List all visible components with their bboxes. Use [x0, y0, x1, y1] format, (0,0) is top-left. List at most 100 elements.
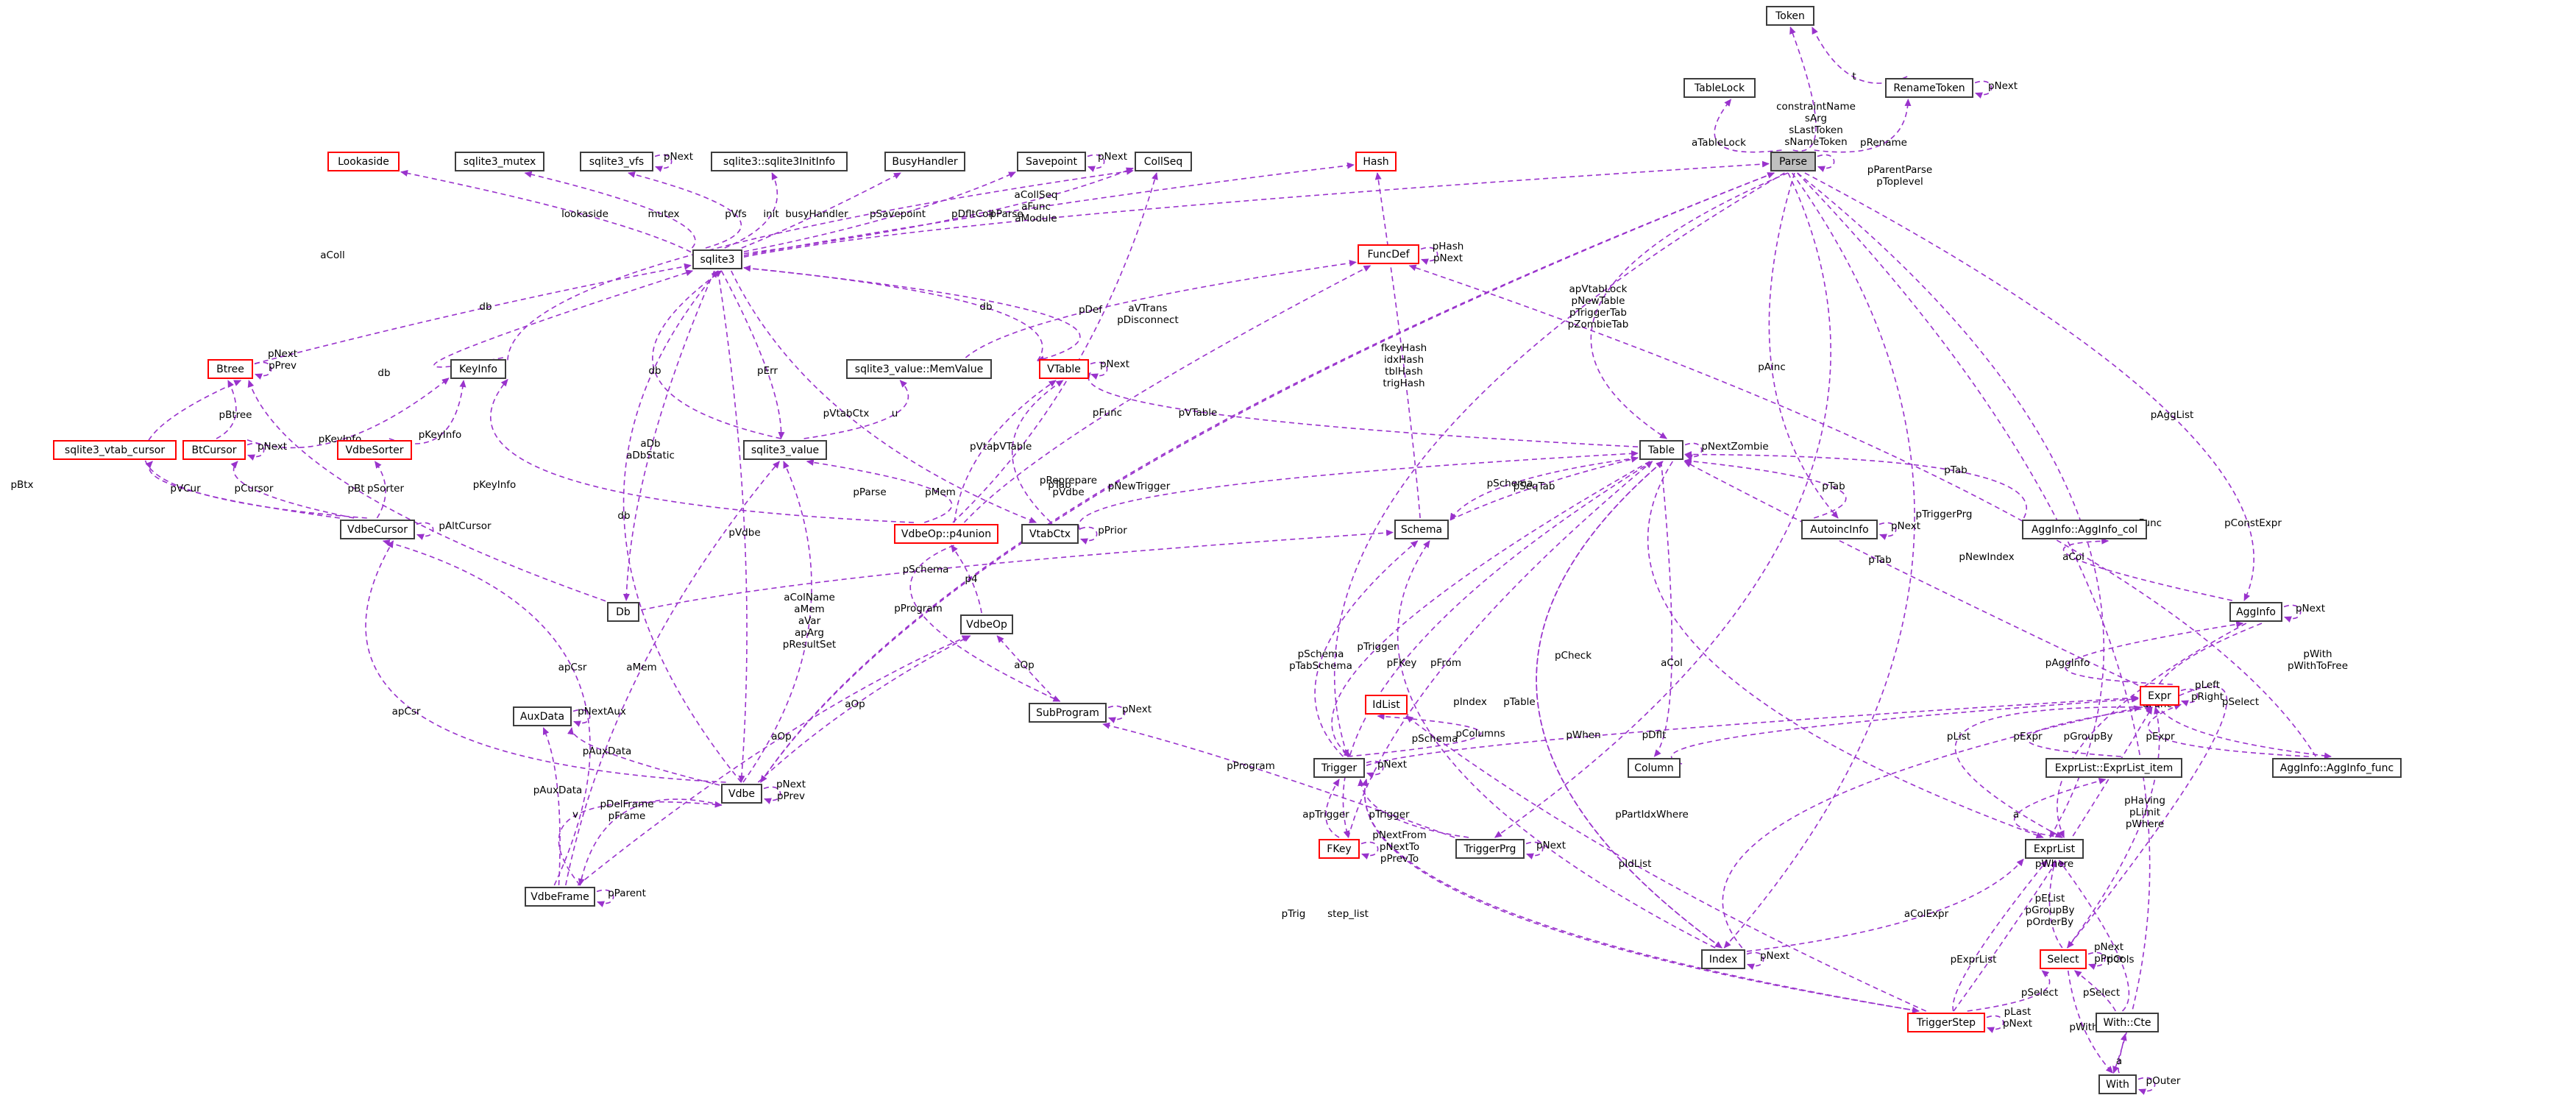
node-agginfocol[interactable]: AggInfo::AggInfo_col — [2022, 520, 2147, 539]
node-label: KeyInfo — [459, 363, 497, 375]
node-label: VtabCtx — [1029, 528, 1071, 540]
node-label: With::Cte — [2103, 1016, 2151, 1029]
node-label: AuxData — [519, 710, 565, 723]
node-funcdef[interactable]: FuncDef — [1358, 244, 1419, 264]
node-vtabctx[interactable]: VtabCtx — [1021, 524, 1079, 544]
node-label: With — [2106, 1078, 2129, 1091]
node-label: BusyHandler — [892, 155, 958, 168]
node-label: AggInfo::AggInfo_col — [2031, 523, 2138, 536]
node-parse[interactable]: Parse — [1770, 152, 1816, 171]
node-btree[interactable]: Btree — [207, 359, 253, 379]
node-vtable[interactable]: VTable — [1039, 359, 1089, 379]
node-label: Schema — [1400, 523, 1443, 536]
node-label: Parse — [1778, 155, 1808, 168]
node-label: TriggerStep — [1916, 1016, 1976, 1029]
node-vdbe[interactable]: Vdbe — [721, 784, 762, 804]
node-vtabcursor[interactable]: sqlite3_vtab_cursor — [53, 440, 177, 460]
node-dbx[interactable]: Db — [607, 602, 639, 622]
node-label: sqlite3_value — [751, 444, 820, 456]
node-autoincinfo[interactable]: AutoincInfo — [1801, 520, 1878, 539]
node-vfs[interactable]: sqlite3_vfs — [580, 152, 653, 171]
node-label: sqlite3_mutex — [463, 155, 536, 168]
node-label: Btree — [216, 363, 244, 375]
node-label: Savepoint — [1025, 155, 1078, 168]
node-subprogram[interactable]: SubProgram — [1029, 703, 1107, 723]
node-trigger[interactable]: Trigger — [1313, 758, 1365, 778]
node-initinfo[interactable]: sqlite3::sqlite3InitInfo — [711, 152, 848, 171]
node-agginfofunc[interactable]: AggInfo::AggInfo_func — [2272, 758, 2402, 778]
node-triggerstep[interactable]: TriggerStep — [1907, 1013, 1985, 1032]
node-sqlite3[interactable]: sqlite3 — [692, 249, 742, 269]
node-savepoint[interactable]: Savepoint — [1017, 152, 1086, 171]
node-column[interactable]: Column — [1628, 758, 1681, 778]
node-label: IdList — [1372, 698, 1400, 711]
node-label: Column — [1634, 762, 1674, 774]
node-tablelock[interactable]: TableLock — [1683, 78, 1756, 98]
node-label: TableLock — [1694, 82, 1745, 94]
node-label: VTable — [1047, 363, 1081, 375]
node-label: VdbeOp — [966, 618, 1007, 631]
node-label: sqlite3 — [700, 253, 735, 266]
node-mutex[interactable]: sqlite3_mutex — [455, 152, 544, 171]
node-label: Table — [1647, 444, 1675, 456]
node-label: VdbeOp::p4union — [901, 528, 992, 540]
node-schema[interactable]: Schema — [1394, 520, 1449, 539]
node-busyhandler[interactable]: BusyHandler — [884, 152, 965, 171]
node-p4union[interactable]: VdbeOp::p4union — [894, 524, 998, 544]
node-label: Hash — [1363, 155, 1389, 168]
node-vdbeop[interactable]: VdbeOp — [960, 614, 1013, 634]
node-label: AggInfo — [2236, 606, 2276, 618]
node-label: AggInfo::AggInfo_func — [2279, 762, 2394, 774]
node-vdbesorter[interactable]: VdbeSorter — [337, 440, 412, 460]
node-label: Db — [616, 606, 631, 618]
node-vdbeframe[interactable]: VdbeFrame — [525, 887, 595, 907]
node-agginfo[interactable]: AggInfo — [2229, 602, 2282, 622]
node-renametoken[interactable]: RenameToken — [1885, 78, 1973, 98]
node-label: ExprList — [2033, 843, 2076, 855]
node-label: ExprList::ExprList_item — [2054, 762, 2174, 774]
node-label: VdbeCursor — [347, 523, 408, 536]
node-index[interactable]: Index — [1701, 949, 1745, 969]
node-label: sqlite3_vfs — [589, 155, 645, 168]
node-vdbecursor[interactable]: VdbeCursor — [340, 520, 415, 539]
node-label: AutoincInfo — [1810, 523, 1869, 536]
node-fkey[interactable]: FKey — [1319, 839, 1360, 859]
node-label: VdbeSorter — [345, 444, 404, 456]
node-btcursor[interactable]: BtCursor — [182, 440, 246, 460]
node-label: RenameToken — [1893, 82, 1965, 94]
node-label: VdbeFrame — [531, 890, 589, 903]
node-label: Trigger — [1321, 762, 1358, 774]
node-exprlist[interactable]: ExprList — [2025, 839, 2084, 859]
node-collseq[interactable]: CollSeq — [1135, 152, 1192, 171]
node-label: SubProgram — [1036, 706, 1099, 719]
node-exprlistitem[interactable]: ExprList::ExprList_item — [2045, 758, 2182, 778]
node-memvalue[interactable]: sqlite3_value::MemValue — [846, 359, 992, 379]
node-triggerprg[interactable]: TriggerPrg — [1455, 839, 1525, 859]
node-select[interactable]: Select — [2040, 949, 2087, 969]
node-table[interactable]: Table — [1639, 440, 1683, 460]
node-label: FuncDef — [1367, 248, 1410, 261]
node-label: Expr — [2148, 690, 2171, 702]
node-with[interactable]: With — [2098, 1074, 2137, 1094]
node-label: sqlite3_value::MemValue — [854, 363, 984, 375]
node-hash[interactable]: Hash — [1355, 152, 1397, 171]
node-label: sqlite3_vtab_cursor — [64, 444, 166, 456]
node-withcte[interactable]: With::Cte — [2096, 1013, 2159, 1032]
node-token[interactable]: Token — [1766, 6, 1814, 26]
node-label: BtCursor — [191, 444, 237, 456]
node-label: Vdbe — [728, 787, 755, 800]
node-lookaside[interactable]: Lookaside — [327, 152, 400, 171]
node-label: Index — [1709, 953, 1738, 965]
node-label: TriggerPrg — [1463, 843, 1516, 855]
node-expr[interactable]: Expr — [2140, 686, 2179, 706]
node-auxdata[interactable]: AuxData — [513, 706, 572, 726]
node-value[interactable]: sqlite3_value — [743, 440, 827, 460]
node-label: Token — [1775, 10, 1805, 22]
node-label: sqlite3::sqlite3InitInfo — [723, 155, 836, 168]
node-label: Lookaside — [338, 155, 389, 168]
node-label: Select — [2047, 953, 2079, 965]
node-idlist[interactable]: IdList — [1365, 695, 1408, 715]
node-keyinfo[interactable]: KeyInfo — [450, 359, 506, 379]
